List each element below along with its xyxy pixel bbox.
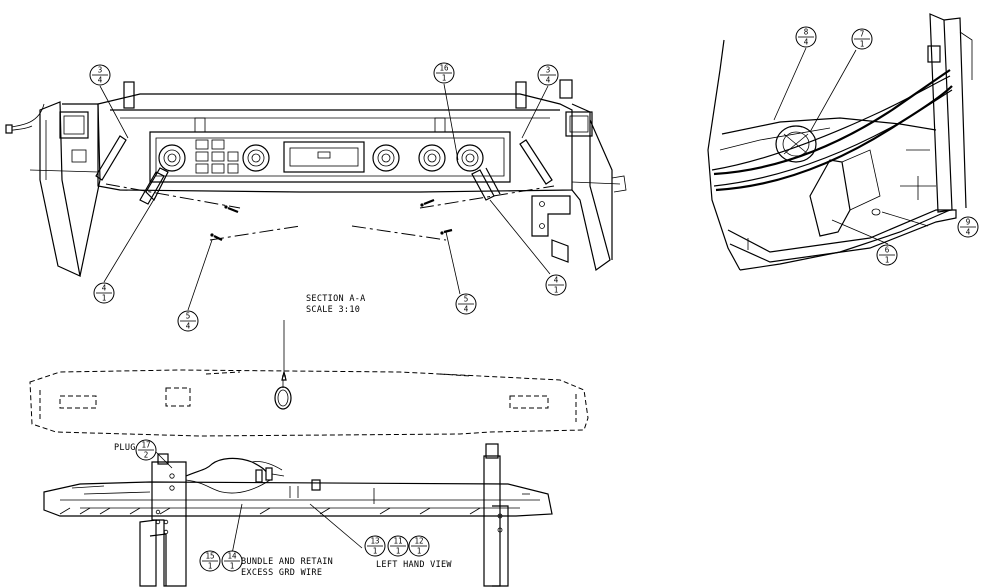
right-outer-knob	[456, 144, 484, 172]
balloon-item-number: 11	[393, 537, 402, 546]
balloon-sheet-number: 4	[546, 76, 551, 85]
section-phantom-outline	[29, 320, 589, 437]
balloon-sheet-number: 1	[554, 286, 559, 295]
balloon-sheet-number: 2	[144, 451, 149, 460]
balloon-item-number: 14	[227, 552, 237, 561]
bundle-note-line1: BUNDLE AND RETAIN	[241, 557, 333, 567]
item-balloon-6: 61	[876, 244, 898, 266]
item-balloon-12: 121	[408, 535, 430, 557]
balloon-item-number: 9	[966, 218, 971, 227]
item-balloon-17: 172	[135, 439, 157, 461]
right-inner-knob	[418, 144, 446, 172]
balloon-sheet-number: 1	[230, 562, 235, 571]
section-scale: SCALE 3:10	[306, 305, 360, 315]
balloon-sheet-number: 1	[885, 256, 890, 265]
leader-lines-bottom	[155, 451, 363, 555]
balloon-sheet-number: 1	[860, 40, 865, 49]
balloon-item-number: 17	[141, 441, 150, 450]
item-balloon-3-right: 34	[537, 64, 559, 86]
balloon-sheet-number: 1	[208, 562, 213, 571]
item-balloon-5-left: 54	[177, 310, 199, 332]
balloon-sheet-number: 1	[102, 294, 107, 303]
balloon-sheet-number: 4	[966, 228, 971, 237]
balloon-item-number: 6	[885, 246, 890, 255]
left-outer-knob	[158, 144, 186, 172]
item-balloon-15: 151	[199, 550, 221, 572]
balloon-sheet-number: 4	[464, 305, 469, 314]
balloon-item-number: 7	[860, 30, 865, 39]
leader-lines-detail	[773, 47, 929, 245]
balloon-item-number: 4	[102, 284, 107, 293]
balloon-sheet-number: 1	[373, 547, 378, 556]
section-title: SECTION A-A	[306, 294, 366, 304]
balloon-sheet-number: 4	[804, 38, 809, 47]
item-balloon-4-right: 41	[545, 274, 567, 296]
balloon-item-number: 3	[98, 66, 103, 75]
item-balloon-5-right: 54	[455, 293, 477, 315]
item-balloon-16: 161	[433, 62, 455, 84]
detail-view	[707, 13, 973, 271]
balloon-sheet-number: 4	[98, 76, 103, 85]
left-hand-view-label: LEFT HAND VIEW	[376, 560, 452, 570]
item-balloon-4-left: 41	[93, 282, 115, 304]
item-balloon-11: 111	[387, 535, 409, 557]
item-balloon-8: 84	[795, 26, 817, 48]
balloon-sheet-number: 1	[417, 547, 422, 556]
leader-lines-main	[99, 83, 551, 311]
switch-bank	[195, 139, 239, 174]
item-balloon-7: 71	[851, 28, 873, 50]
balloon-sheet-number: 1	[396, 547, 401, 556]
left-hand-view	[43, 443, 553, 587]
balloon-item-number: 12	[414, 537, 423, 546]
item-balloon-13: 131	[364, 535, 386, 557]
center-right-knob	[372, 144, 400, 172]
balloon-item-number: 4	[554, 276, 559, 285]
balloon-sheet-number: 1	[442, 74, 447, 83]
balloon-item-number: 13	[370, 537, 379, 546]
main-assembly-view	[5, 79, 627, 278]
bundle-note-line2: EXCESS GRD WIRE	[241, 568, 322, 578]
balloon-sheet-number: 4	[186, 322, 191, 331]
balloon-item-number: 16	[439, 64, 449, 73]
balloon-layer: 3416134415454418471946117215114113111112…	[89, 26, 979, 572]
balloon-item-number: 5	[186, 312, 191, 321]
balloon-item-number: 15	[205, 552, 214, 561]
item-balloon-14: 141	[221, 550, 243, 572]
left-inner-knob	[242, 144, 270, 172]
item-balloon-3-left: 34	[89, 64, 111, 86]
plug-note: PLUG	[114, 443, 136, 453]
balloon-item-number: 3	[546, 66, 551, 75]
balloon-item-number: 8	[804, 28, 809, 37]
item-balloon-9: 94	[957, 216, 979, 238]
balloon-item-number: 5	[464, 295, 469, 304]
